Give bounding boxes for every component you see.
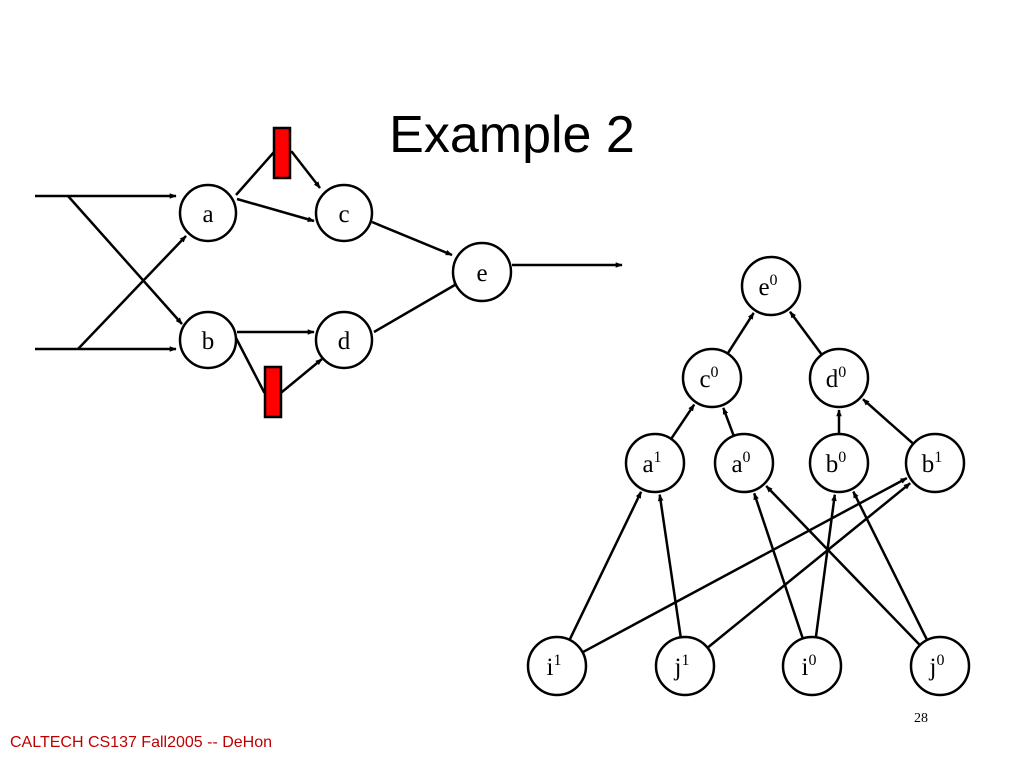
unrolled-nodes: e0 c0 d0 a1 a0 b0 b1 i1 j1 i0 j0 [526,255,971,697]
unrolled-node-c0-label: c0 [699,364,718,393]
unrolled-node-b0: b0 [808,432,870,494]
unrolled-edge-b1-d0 [862,398,914,445]
unrolled-node-i1: i1 [526,635,588,697]
unrolled-edges [568,310,928,653]
circuit-node-b-label: b [202,328,215,355]
circuit-node-b: b [178,310,238,370]
unrolled-edge-c0-e0 [727,312,755,354]
circuit-node-a-label: a [202,201,213,228]
cross-wire-to-b [67,195,183,325]
page-number: 28 [914,711,928,726]
unrolled-node-d0: d0 [808,347,870,409]
unrolled-node-e0: e0 [740,255,802,317]
unrolled-node-a0: a0 [713,432,775,494]
slide-title: Example 2 [389,106,635,164]
circuit-node-e-label: e [476,260,487,287]
unrolled-node-c0: c0 [681,347,743,409]
unrolled-node-a0-label: a0 [731,449,750,478]
unrolled-edge-j1-a1 [657,494,682,637]
unrolled-edge-i1-b1 [582,476,908,653]
register-bottom [263,365,283,419]
edge-d-e [373,280,461,334]
circuit-node-d-label: d [338,328,351,355]
unrolled-edge-j1-b1 [707,482,911,649]
unrolled-node-b1: b1 [904,432,966,494]
edge-a-c [236,197,315,223]
unrolled-edge-i0-a0 [753,492,804,638]
unrolled-node-b0-label: b0 [826,449,847,478]
circuit-node-d: d [314,310,374,370]
footer: CALTECH CS137 Fall2005 -- DeHon [10,734,273,751]
unrolled-edge-d0-e0 [788,310,823,355]
unrolled-edge-j0-a0 [765,485,921,646]
unrolled-edge-a0-c0 [722,407,735,436]
circuit-diagram [35,150,623,394]
unrolled-edge-a1-c0 [670,403,696,439]
unrolled-edge-i1-a1 [568,491,643,640]
unrolled-node-b1-label: b1 [922,449,943,478]
unrolled-node-j1: j1 [654,635,716,697]
unrolled-node-a1-label: a1 [642,449,661,478]
unrolled-node-j0: j0 [909,635,971,697]
circuit-node-e: e [451,241,513,303]
cross-wire-to-a [77,235,187,350]
circuit-node-c-label: c [338,201,349,228]
unrolled-node-i0-label: i0 [802,652,817,681]
unrolled-node-i0: i0 [781,635,843,697]
edge-c-e [371,220,453,257]
circuit-node-c: c [314,183,374,243]
register-top [272,126,292,180]
unrolled-node-d0-label: d0 [826,364,847,393]
unrolled-node-e0-label: e0 [758,272,777,301]
unrolled-node-j1-label: j1 [674,652,690,681]
unrolled-edge-j0-b0 [852,490,928,640]
unrolled-node-j0-label: j0 [929,652,945,681]
circuit-node-a: a [178,183,238,243]
unrolled-node-i1-label: i1 [547,652,562,681]
unrolled-node-a1: a1 [624,432,686,494]
unrolled-edge-i0-b0 [814,494,837,637]
